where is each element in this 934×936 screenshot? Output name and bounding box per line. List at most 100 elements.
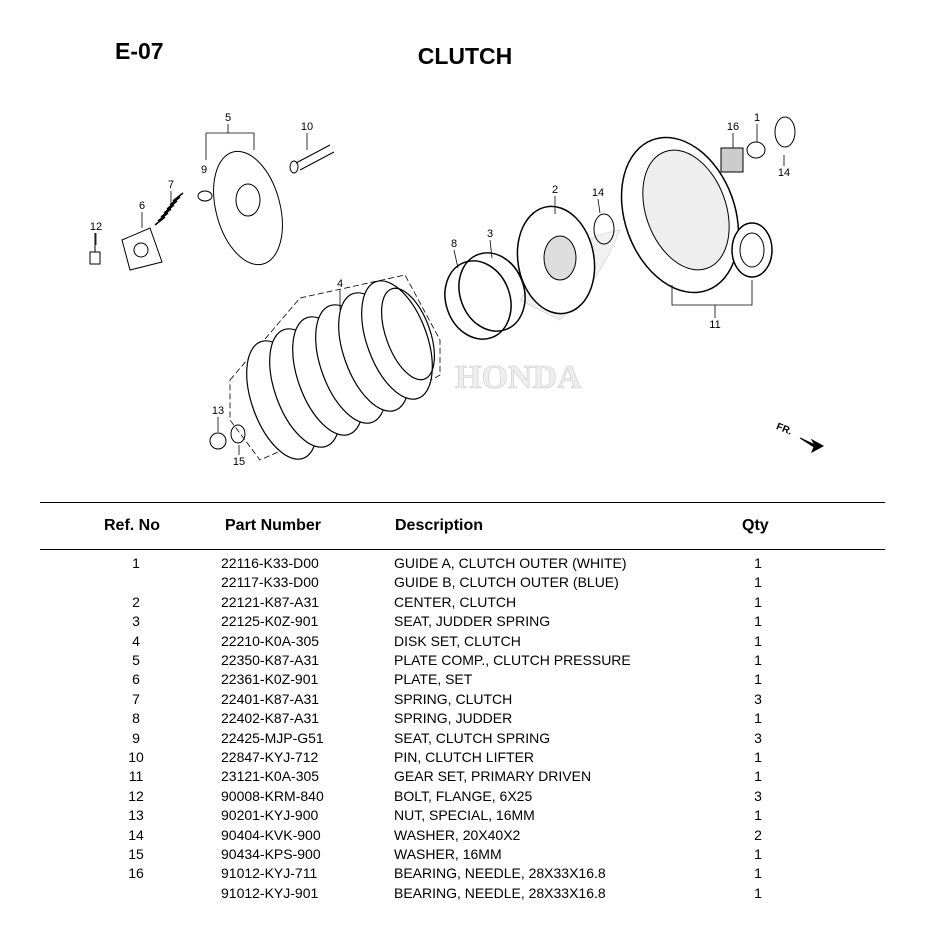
callout-3: 3 bbox=[486, 228, 494, 240]
table-row: 3 22125-K0Z-901 SEAT, JUDDER SPRING 1 bbox=[0, 613, 934, 632]
quantity: 1 bbox=[754, 749, 762, 765]
part-number: 90404-KVK-900 bbox=[221, 826, 321, 843]
ref-no: 11 bbox=[128, 768, 144, 785]
table-header-rule bbox=[40, 549, 885, 550]
part-number: 23121-K0A-305 bbox=[221, 768, 320, 785]
quantity: 1 bbox=[754, 613, 762, 630]
col-ref-no: Ref. No bbox=[104, 517, 160, 534]
table-row: 5 22350-K87-A31 PLATE COMP., CLUTCH PRESSU… bbox=[0, 652, 934, 671]
callout-9: 9 bbox=[200, 164, 208, 176]
judder-spring bbox=[444, 260, 512, 340]
col-part-number: Part Number bbox=[225, 517, 322, 534]
description: WASHER, 20X40X2 bbox=[394, 826, 521, 843]
description: SEAT, JUDDER SPRING bbox=[394, 613, 551, 630]
ref-no: 1 bbox=[132, 555, 140, 571]
description: BEARING, NEEDLE, 28X33X16.8 bbox=[394, 884, 606, 901]
callout-13: 13 bbox=[211, 405, 225, 417]
part-number: 91012-KYJ-901 bbox=[221, 884, 319, 901]
quantity: 1 bbox=[754, 768, 762, 785]
ref-no: 6 bbox=[132, 671, 140, 688]
table-row: 9 22425-MJP-G51 SEAT, CLUTCH SPRING 3 bbox=[0, 730, 934, 749]
part-number: 90008-KRM-840 bbox=[221, 787, 324, 804]
ref-no: 14 bbox=[128, 826, 144, 843]
table-row: 12 90008-KRM-840 BOLT, FLANGE, 6X25 3 bbox=[0, 788, 934, 807]
description: GEAR SET, PRIMARY DRIVEN bbox=[394, 768, 592, 785]
part-number: 22361-K0Z-901 bbox=[221, 671, 319, 688]
washer-16mm bbox=[230, 424, 246, 444]
callout-5: 5 bbox=[224, 112, 232, 124]
ref-no: 3 bbox=[132, 613, 140, 630]
part-number: 22121-K87-A31 bbox=[221, 593, 320, 610]
pressure-plate bbox=[213, 150, 283, 266]
part-number: 22125-K0Z-901 bbox=[221, 613, 319, 630]
quantity: 3 bbox=[754, 787, 762, 804]
col-description: Description bbox=[395, 517, 484, 534]
part-number: 22401-K87-A31 bbox=[221, 690, 320, 707]
part-number: 22847-KYJ-712 bbox=[221, 749, 319, 765]
washer-20x40-right bbox=[774, 116, 796, 148]
part-number: 22210-K0A-305 bbox=[221, 632, 320, 649]
callout-15: 15 bbox=[232, 456, 246, 468]
description: GUIDE A, CLUTCH OUTER (WHITE) bbox=[394, 555, 627, 571]
part-number: 90434-KPS-900 bbox=[221, 846, 321, 862]
callout-10: 10 bbox=[300, 121, 314, 133]
quantity: 1 bbox=[754, 884, 762, 901]
description: PIN, CLUTCH LIFTER bbox=[394, 749, 535, 765]
description: BEARING, NEEDLE, 28X33X16.8 bbox=[394, 865, 606, 882]
part-number: 22425-MJP-G51 bbox=[221, 729, 324, 746]
ref-no: 9 bbox=[132, 729, 140, 746]
ref-no: 2 bbox=[132, 593, 140, 610]
ref-no: 15 bbox=[128, 846, 144, 862]
description: PLATE COMP., CLUTCH PRESSURE bbox=[394, 652, 631, 668]
quantity: 2 bbox=[754, 826, 762, 843]
washer-20x40 bbox=[593, 213, 615, 245]
quantity: 1 bbox=[754, 865, 762, 882]
callout-6: 6 bbox=[138, 200, 146, 212]
part-number: 91012-KYJ-711 bbox=[221, 865, 318, 882]
callout-14: 14 bbox=[591, 187, 605, 199]
exploded-diagram: HONDA bbox=[89, 116, 825, 461]
callout-4: 4 bbox=[336, 278, 344, 290]
spring-seat bbox=[197, 190, 213, 202]
part-number: 22350-K87-A31 bbox=[221, 652, 320, 668]
ref-no: 7 bbox=[132, 690, 140, 707]
quantity: 1 bbox=[754, 593, 762, 610]
ref-no: 12 bbox=[128, 787, 144, 804]
page-title: CLUTCH bbox=[0, 43, 934, 70]
callout-7: 7 bbox=[167, 179, 175, 191]
quantity: 3 bbox=[754, 729, 762, 746]
quantity: 1 bbox=[754, 710, 762, 727]
ref-no: 5 bbox=[132, 652, 140, 668]
leader-lines bbox=[95, 124, 785, 455]
part-number: 22402-K87-A31 bbox=[221, 710, 320, 727]
flange-bolt bbox=[89, 233, 101, 265]
plate-set bbox=[121, 227, 163, 271]
table-row: 2 22121-K87-A31 CENTER, CLUTCH 1 bbox=[0, 594, 934, 613]
ref-no: 4 bbox=[132, 632, 140, 649]
description: BOLT, FLANGE, 6X25 bbox=[394, 787, 533, 804]
description: SPRING, JUDDER bbox=[394, 710, 513, 727]
quantity: 1 bbox=[754, 555, 762, 571]
description: SEAT, CLUTCH SPRING bbox=[394, 729, 551, 746]
callout-2: 2 bbox=[551, 184, 559, 196]
quantity: 3 bbox=[754, 690, 762, 707]
front-arrow-icon bbox=[799, 437, 825, 454]
description: CENTER, CLUTCH bbox=[394, 593, 517, 610]
callout-12: 12 bbox=[89, 221, 103, 233]
callout-8: 8 bbox=[450, 238, 458, 250]
callout-11: 11 bbox=[709, 319, 721, 331]
table-top-rule bbox=[40, 502, 885, 503]
lifter-pin bbox=[289, 144, 335, 174]
title-text: CLUTCH bbox=[417, 43, 513, 69]
part-number: 22117-K33-D00 bbox=[221, 574, 319, 591]
table-row: 11 23121-K0A-305 GEAR SET, PRIMARY DRIVEN 1 bbox=[0, 768, 934, 787]
clutch-spring bbox=[154, 192, 184, 226]
quantity: 1 bbox=[754, 846, 762, 862]
clutch-disks bbox=[246, 280, 435, 460]
